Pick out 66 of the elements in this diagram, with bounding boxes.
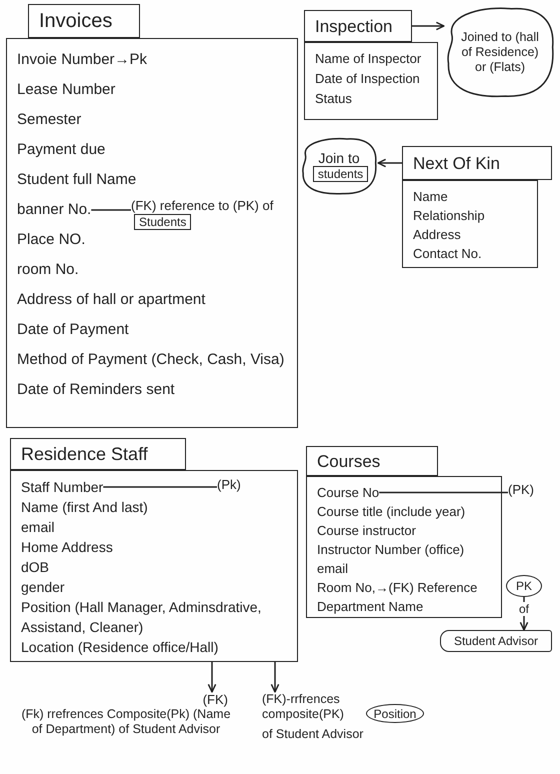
attribute-text: Home Address — [21, 538, 113, 557]
attribute-text: Lease Number — [17, 80, 116, 100]
key-label: (PK) — [508, 482, 534, 498]
attribute-box — [6, 38, 298, 428]
attribute-text: banner No. — [17, 195, 92, 225]
attribute-text: Location (Residence office/Hall) — [21, 638, 218, 657]
attribute-text: Position (Hall Manager, Adminsdrative, Assistand, Cleaner) — [21, 598, 262, 637]
attribute-text: Department Name — [317, 598, 424, 616]
arrow — [270, 662, 280, 693]
attribute-box — [10, 470, 298, 662]
attribute-text: email — [317, 560, 348, 578]
attribute-text: Student full Name — [17, 170, 136, 190]
attribute-text: Course title (include year) — [317, 503, 466, 521]
arrow — [377, 158, 402, 168]
attribute-text: Contact No. — [413, 245, 482, 263]
entity-header: Residence Staff — [10, 438, 186, 470]
attribute-text: Instructor Number (office) — [317, 541, 464, 559]
key-label: (Pk) — [217, 477, 241, 493]
attribute-text: Room No,→(FK) Reference — [317, 579, 478, 597]
edge-label: of — [517, 602, 531, 616]
note-text: (FK)-rrfrences composite(PK) — [262, 692, 345, 722]
key-label: (FK) — [202, 692, 228, 707]
attribute-text: Name of Inspector — [315, 50, 422, 68]
attribute-text: Address of hall or apartment — [17, 290, 206, 310]
attribute-text: Payment due — [17, 140, 106, 160]
attribute-text: Address — [413, 226, 461, 244]
attribute-text: Invoie Number→Pk — [17, 50, 148, 70]
entity-header: Invoices — [28, 4, 140, 38]
entity-header: Next Of Kin — [402, 146, 552, 180]
leader-line — [103, 486, 217, 488]
attribute-text: Relationship — [413, 207, 485, 225]
attribute-text: Course instructor — [317, 522, 416, 540]
attribute-text: dOB — [21, 558, 50, 577]
table-tag: Students — [134, 214, 192, 230]
leader-line — [379, 492, 508, 494]
arrow — [208, 662, 216, 693]
leader-line — [91, 209, 131, 211]
note-text: (Fk) rrefrences Composite(Pk) (Name of Department) of Student Advisor — [20, 707, 232, 737]
note-text: Join to — [318, 150, 360, 166]
attribute-text: Name — [413, 188, 448, 206]
note-text: of Student Advisor — [262, 727, 364, 742]
attribute-text: room No. — [17, 260, 79, 280]
attribute-text: Place NO. — [17, 230, 86, 250]
arrow — [412, 22, 445, 30]
entity-tag: Student Advisor — [440, 630, 552, 652]
circled-word: Position — [366, 704, 424, 723]
note-text: Joined to (hall of Residence) or (Flats) — [460, 30, 540, 74]
key-ellipse: PK — [506, 575, 542, 597]
attribute-text: Status — [315, 90, 352, 108]
attribute-text: Staff Number — [21, 477, 104, 497]
attribute-text: email — [21, 518, 54, 537]
table-tag: students — [312, 166, 368, 182]
attribute-text: gender — [21, 578, 65, 597]
attribute-text: Name (first And last) — [21, 498, 148, 517]
entity-header: Inspection — [304, 10, 412, 42]
attribute-text: Course No — [317, 483, 380, 502]
entity-header: Courses — [306, 446, 438, 476]
note-text: (FK) reference to (PK) of — [131, 197, 274, 214]
attribute-text: Semester — [17, 110, 82, 130]
attribute-box — [304, 42, 438, 120]
attribute-text: Date of Payment — [17, 320, 129, 340]
attribute-box — [306, 476, 502, 618]
attribute-text: Date of Reminders sent — [17, 380, 175, 400]
attribute-box — [402, 180, 538, 268]
attribute-text: Method of Payment (Check, Cash, Visa) — [17, 350, 284, 370]
attribute-text: Date of Inspection — [315, 70, 420, 88]
